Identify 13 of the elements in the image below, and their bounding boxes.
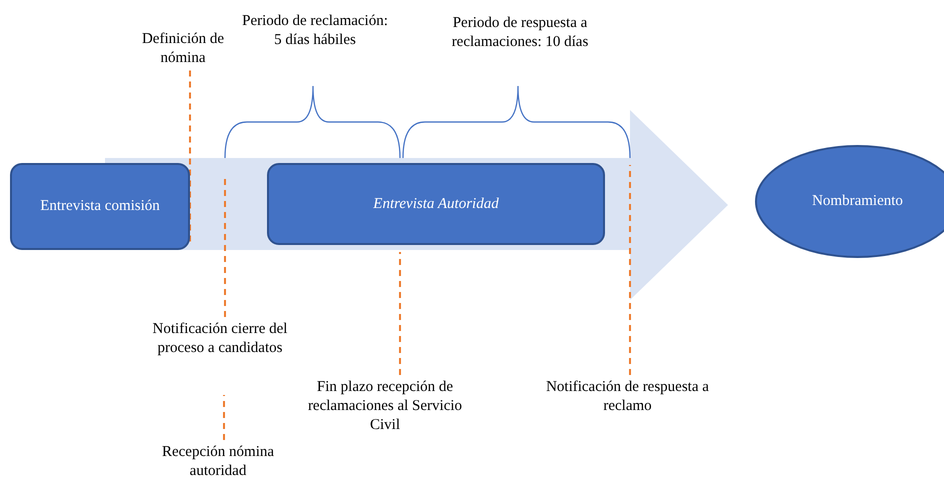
milestone-text: Recepción nómina autoridad [148, 443, 288, 478]
milestone-text: Notificación cierre del proceso a candidatos [140, 320, 300, 358]
leader-line [629, 165, 631, 375]
milestone-text: Fin plazo recepción de reclamaciones al Servicio Civil [300, 378, 470, 434]
process-box: Entrevista Autoridad [267, 163, 605, 245]
milestone-text: Notificación de respuesta a reclamo [545, 378, 710, 416]
leader-line [189, 70, 191, 243]
timeline-arrow [105, 110, 728, 300]
leader-line [223, 395, 225, 440]
end-ellipse: Nombramiento [755, 145, 944, 258]
process-box: Entrevista comisión [10, 163, 190, 250]
period-label: Periodo de respuesta a reclamaciones: 10 días [450, 14, 590, 52]
leader-line [399, 252, 401, 375]
